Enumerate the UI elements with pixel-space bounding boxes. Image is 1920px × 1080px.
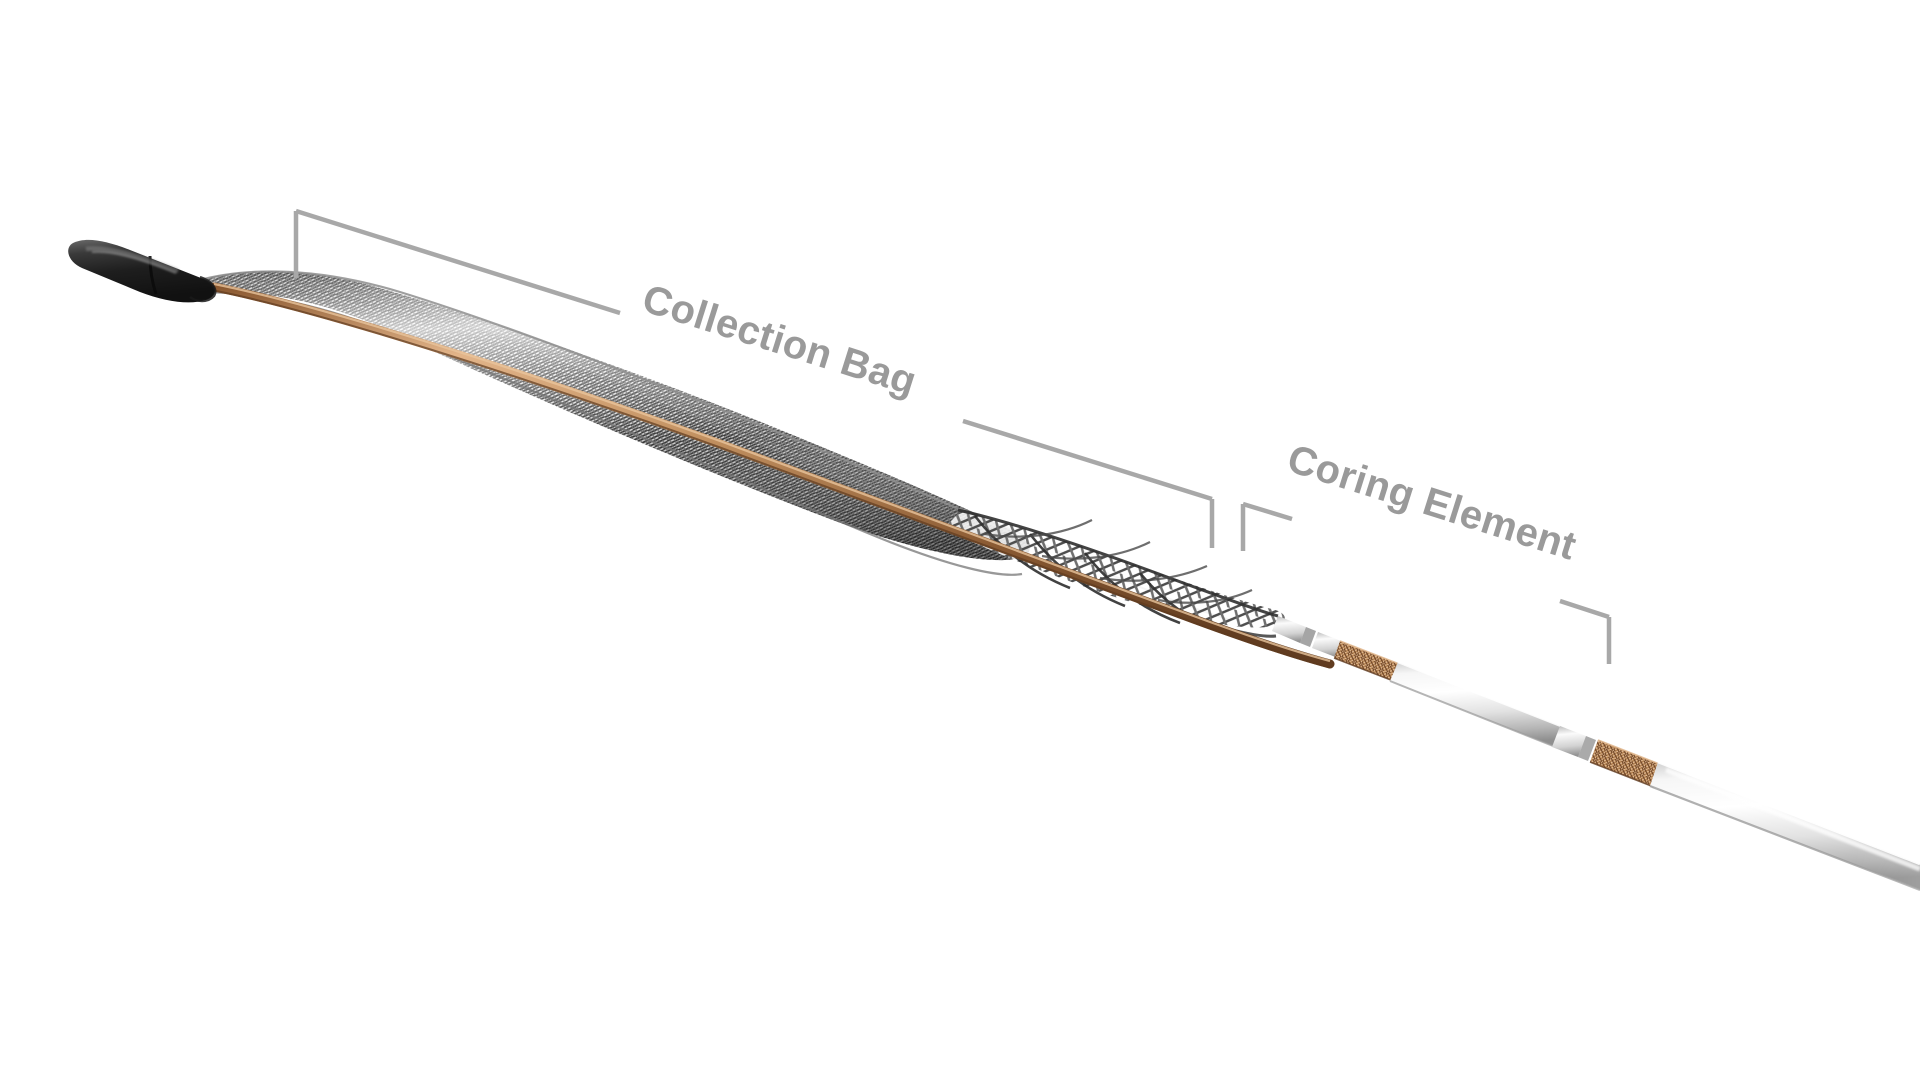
- inner-core-wire: [209, 282, 1335, 669]
- leader-coring-element-right-run: [1559, 598, 1610, 620]
- leader-collection-bag-top-run-a: [295, 208, 621, 316]
- leader-coring-element: [1240, 501, 1612, 664]
- leader-collection-bag-top-run-b: [962, 418, 1213, 502]
- marker-bands: [1272, 616, 1344, 658]
- label-collection-bag: Collection Bag: [637, 277, 921, 404]
- label-coring-element: Coring Element: [1282, 437, 1581, 569]
- distal-tip: [68, 239, 217, 303]
- leader-coring-element-top-run: [1242, 501, 1293, 522]
- leader-collection-bag: [293, 208, 1215, 548]
